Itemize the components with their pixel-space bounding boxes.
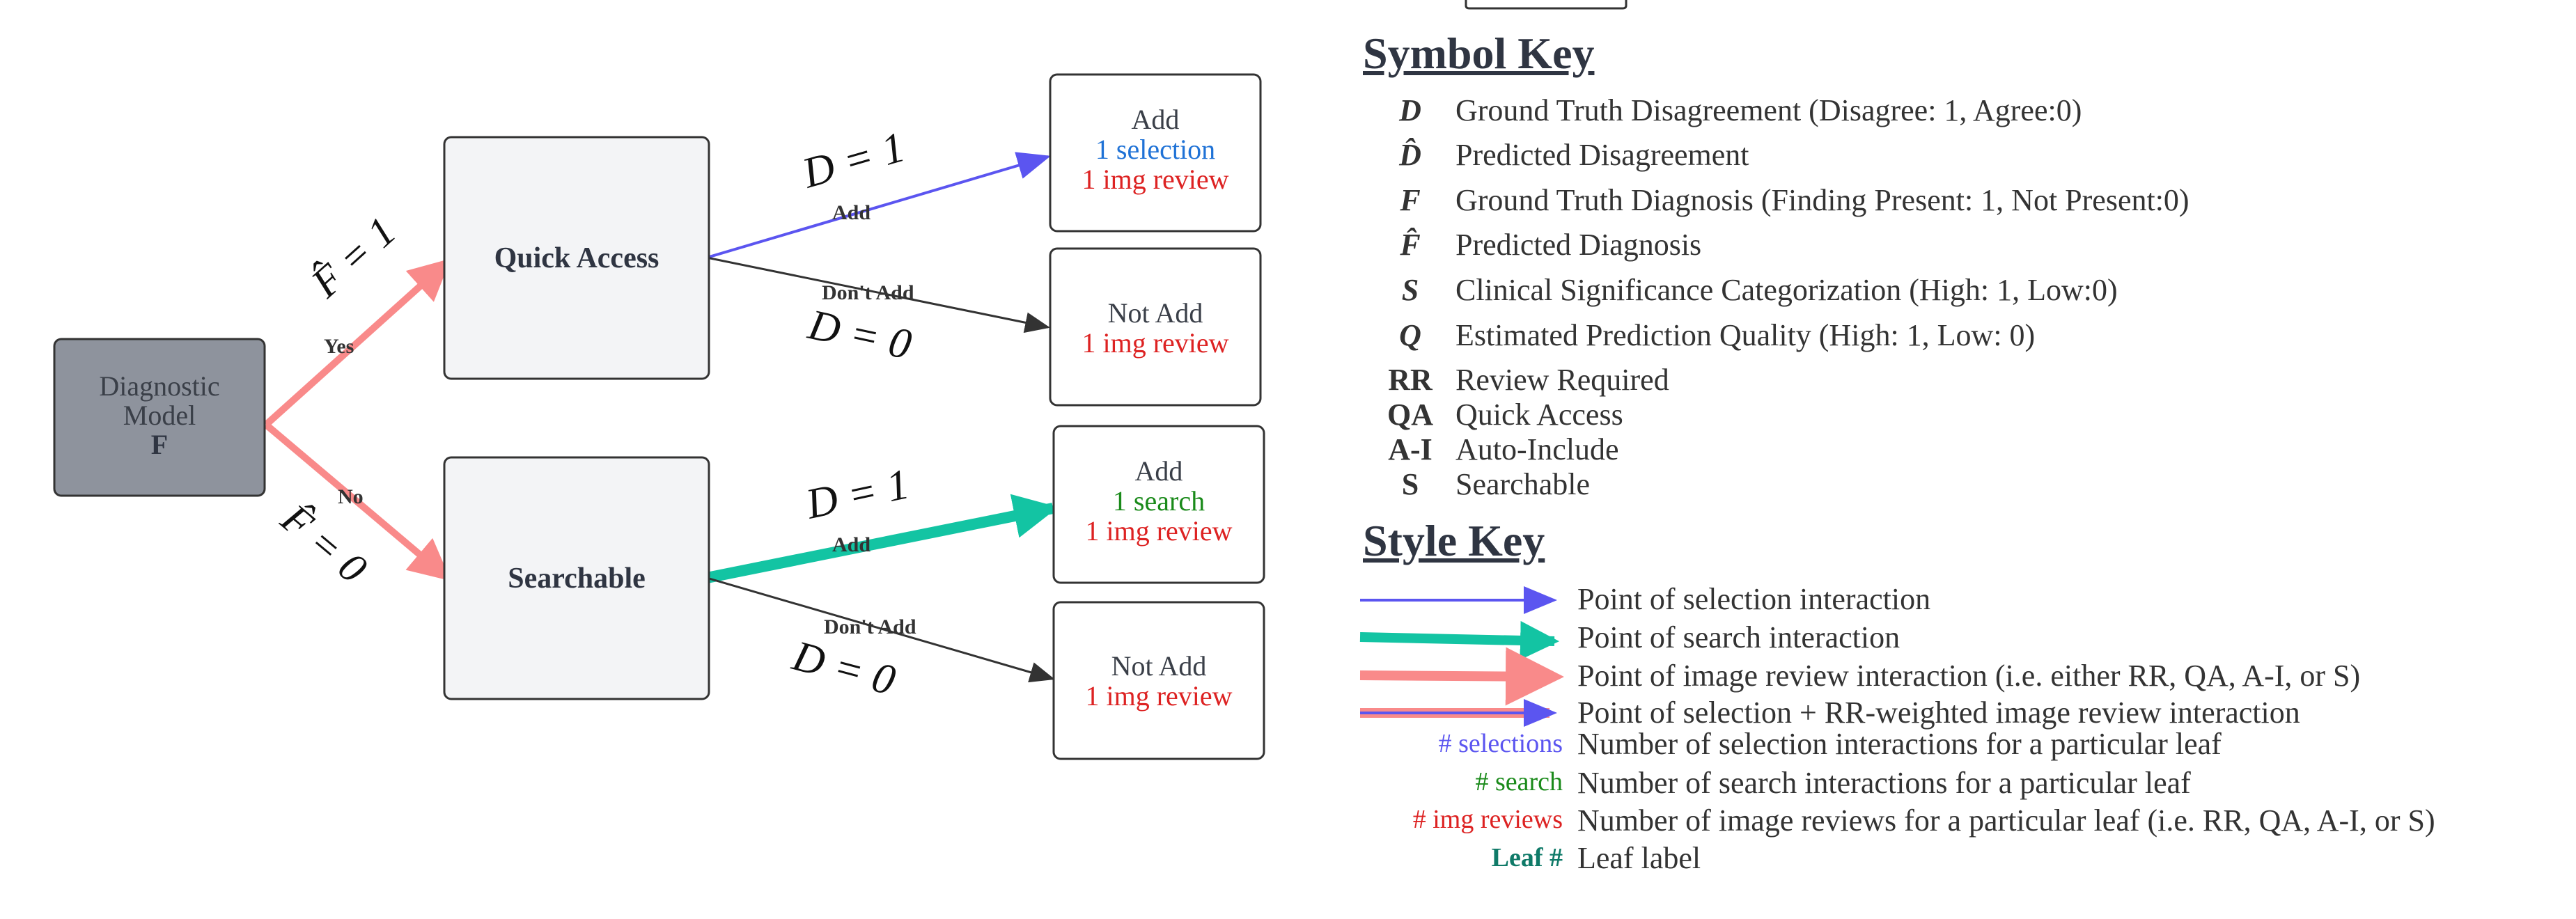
leaf-3-review-count: 1 img review xyxy=(1085,515,1232,547)
style-review-desc: Point of image review interaction (i.e. … xyxy=(1577,659,2361,693)
f-hat-equals-0-label: F̂ = 0 xyxy=(272,495,375,592)
legend-leaf-desc: Leaf label xyxy=(1577,841,1701,875)
symbol-key-symbol: RR xyxy=(1388,363,1433,397)
legend-selections-label: # selections xyxy=(1438,729,1563,758)
symbol-key-description: Predicted Disagreement xyxy=(1455,138,1749,172)
leaf-3-node xyxy=(1052,425,1265,584)
leaf-4-review-count: 1 img review xyxy=(1085,680,1232,712)
style-search-desc: Point of search interaction xyxy=(1577,620,1900,654)
style-search-arrow xyxy=(1359,620,1559,660)
leaf-1-node xyxy=(1049,73,1262,233)
symbol-key-symbol: S xyxy=(1401,467,1419,501)
symbol-key-symbol: D̂ xyxy=(1399,138,1421,172)
legend-leaf-label: Leaf # xyxy=(1491,843,1563,872)
edge-root-to-searchable xyxy=(263,422,451,581)
style-selection-desc: Point of selection interaction xyxy=(1577,582,1931,616)
leaf-3-search-count: 1 search xyxy=(1113,485,1205,517)
s-d-equals-0-label: D = 0 xyxy=(787,632,900,705)
leaf-4-title: Not Add xyxy=(1111,650,1207,682)
searchable-node xyxy=(443,456,710,700)
quick-access-node xyxy=(443,136,710,380)
root-node-diagnostic-model xyxy=(53,338,266,497)
qa-d-equals-0-label: D = 0 xyxy=(804,301,915,369)
symbol-key-symbol: A-I xyxy=(1388,432,1433,466)
f-hat-equals-1-label: F̂ = 1 xyxy=(302,208,405,306)
partial-box-edge xyxy=(1465,0,1627,10)
quick-access-label: Quick Access xyxy=(494,242,659,274)
symbol-key-description: Review Required xyxy=(1455,363,1669,397)
qa-d-equals-1-label: D = 1 xyxy=(797,123,910,198)
legend-reviews-desc: Number of image reviews for a particular… xyxy=(1577,803,2435,838)
symbol-key-description: Quick Access xyxy=(1455,398,1623,432)
leaf-2-title: Not Add xyxy=(1108,297,1203,329)
qa-dont-add-label: Don't Add xyxy=(822,281,914,304)
leaf-2-review-count: 1 img review xyxy=(1082,327,1228,359)
style-review-arrow xyxy=(1359,647,1564,706)
edge-searchable-dont-add xyxy=(706,576,1055,683)
searchable-label: Searchable xyxy=(508,563,646,595)
symbol-key-description: Clinical Significance Categorization (Hi… xyxy=(1455,273,2118,307)
symbol-key-description: Estimated Prediction Quality (High: 1, L… xyxy=(1455,318,2036,352)
symbol-key-symbol: F xyxy=(1400,183,1421,217)
qa-add-label: Add xyxy=(832,201,871,224)
edge-quick-access-dont-add xyxy=(706,256,1050,333)
symbol-key-title: Symbol Key xyxy=(1363,29,1595,78)
symbol-key-description: Auto-Include xyxy=(1455,432,1619,466)
leaf-3-title: Add xyxy=(1135,455,1183,487)
legend-selections-desc: Number of selection interactions for a p… xyxy=(1577,727,2222,761)
symbol-key-symbol: QA xyxy=(1387,398,1433,432)
leaf-1-title: Add xyxy=(1132,104,1180,135)
symbol-key-description: Ground Truth Disagreement (Disagree: 1, … xyxy=(1455,93,2082,127)
symbol-key-description: Ground Truth Diagnosis (Finding Present:… xyxy=(1455,183,2189,217)
leaf-1-review-count: 1 img review xyxy=(1082,164,1228,195)
symbol-key-symbol: F̂ xyxy=(1400,228,1421,262)
style-combined-desc: Point of selection + RR-weighted image r… xyxy=(1577,696,2300,730)
symbol-key-description: Searchable xyxy=(1455,467,1590,501)
yes-label: Yes xyxy=(324,335,354,358)
style-key-title: Style Key xyxy=(1363,516,1545,565)
root-node-line2: Model xyxy=(123,400,196,431)
no-label: No xyxy=(338,485,364,508)
edge-root-to-quick-access xyxy=(263,258,451,427)
edge-quick-access-add xyxy=(706,152,1051,259)
symbol-key-symbol: S xyxy=(1401,273,1419,307)
legend-reviews-label: # img reviews xyxy=(1412,805,1563,834)
s-dont-add-label: Don't Add xyxy=(824,615,916,638)
leaf-2-node xyxy=(1049,247,1262,407)
symbol-key-symbol: Q xyxy=(1399,318,1421,352)
leaf-1-selection-count: 1 selection xyxy=(1095,134,1215,165)
legend-search-label: # search xyxy=(1475,767,1563,796)
s-d-equals-1-label: D = 1 xyxy=(802,460,913,528)
s-add-label: Add xyxy=(832,533,871,556)
root-node-line3: F xyxy=(151,429,168,460)
edge-searchable-add xyxy=(705,494,1059,583)
symbol-key-symbol: D xyxy=(1399,93,1421,127)
legend-search-desc: Number of search interactions for a part… xyxy=(1577,766,2191,800)
symbol-key-description: Predicted Diagnosis xyxy=(1455,228,1702,262)
leaf-4-node xyxy=(1052,601,1265,760)
root-node-line1: Diagnostic xyxy=(99,370,219,402)
